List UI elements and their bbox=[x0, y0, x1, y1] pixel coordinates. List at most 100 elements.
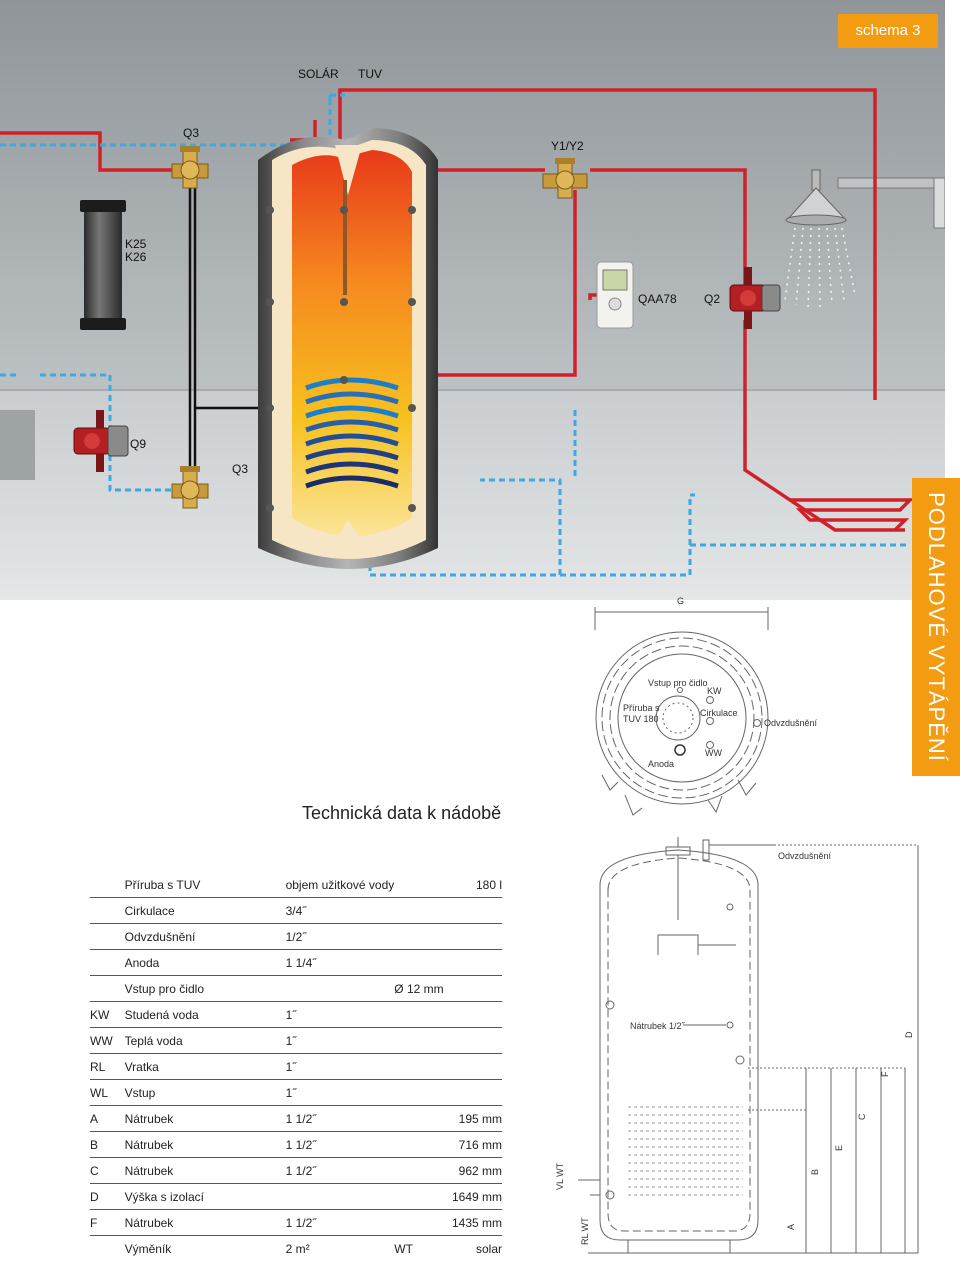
filter-k25-k26 bbox=[80, 200, 126, 330]
row-value: 1 1/2˝ bbox=[285, 1105, 395, 1132]
side-tab-label: PODLAHOVÉ VYTÁPĚNÍ bbox=[924, 492, 949, 762]
row-value bbox=[285, 1183, 395, 1210]
top-view-anoda: Anoda bbox=[648, 759, 674, 769]
installation-scene: SOLÁR TUV Q3 Y1/Y2 K25 K26 QAA78 Q2 Q9 Q… bbox=[0, 0, 945, 600]
top-view-odvzdusneni: Odvzdušnění bbox=[764, 718, 818, 728]
row-extra bbox=[394, 1001, 452, 1028]
dim-label-c: C bbox=[857, 1113, 867, 1120]
top-view-vstup: Vstup pro čidlo bbox=[648, 678, 708, 688]
row-name: Nátrubek bbox=[124, 1105, 286, 1132]
schema-label: schema 3 bbox=[838, 14, 938, 48]
row-name: Vstup bbox=[124, 1079, 286, 1106]
dim-label-f: F bbox=[880, 1071, 890, 1077]
row-amount bbox=[451, 923, 502, 950]
row-extra bbox=[394, 1079, 452, 1106]
row-value bbox=[285, 975, 395, 1002]
label-y1y2: Y1/Y2 bbox=[551, 139, 584, 153]
row-name: Příruba s TUV bbox=[124, 872, 286, 898]
row-amount: solar bbox=[475, 1241, 502, 1256]
mixing-valve-q3-bottom bbox=[171, 466, 209, 509]
row-value: 1˝ bbox=[285, 1079, 395, 1106]
row-value: objem užitkové vody bbox=[285, 872, 395, 898]
row-value: 1/2˝ bbox=[285, 923, 395, 950]
row-name: Odvzdušnění bbox=[124, 923, 286, 950]
row-amount: 962 mm bbox=[451, 1157, 502, 1184]
row-name: Nátrubek bbox=[124, 1209, 286, 1236]
row-code: RL bbox=[90, 1053, 125, 1080]
label-q2: Q2 bbox=[704, 292, 720, 306]
label-k25: K25 bbox=[125, 237, 147, 251]
side-view-natrubek: Nátrubek 1/2˝ bbox=[630, 1021, 686, 1031]
row-name: Vstup pro čidlo bbox=[124, 975, 286, 1002]
row-amount bbox=[451, 949, 502, 976]
row-extra bbox=[394, 949, 452, 976]
row-code bbox=[90, 1236, 125, 1262]
cold-water-pipes bbox=[0, 93, 910, 577]
row-value: 1˝ bbox=[285, 1053, 395, 1080]
row-code: WL bbox=[90, 1079, 125, 1106]
row-extra bbox=[394, 1027, 452, 1054]
row-code bbox=[90, 923, 125, 950]
row-name: Výměník bbox=[124, 1241, 172, 1256]
row-amount bbox=[451, 1053, 502, 1080]
shower-head bbox=[785, 169, 848, 226]
row-value: 1 1/2˝ bbox=[285, 1157, 395, 1184]
label-vl-wt: VL WT bbox=[555, 1162, 565, 1190]
top-view-g: G bbox=[677, 596, 684, 606]
row-value: 2 m² bbox=[285, 1241, 310, 1256]
section-title: Technická data k nádobě bbox=[302, 803, 502, 823]
row-value: 1˝ bbox=[285, 1001, 395, 1028]
row-name: Teplá voda bbox=[124, 1027, 286, 1054]
top-view-kw: KW bbox=[707, 686, 722, 696]
dim-label-a: A bbox=[786, 1224, 796, 1230]
row-extra bbox=[394, 1183, 452, 1210]
row-name: Nátrubek bbox=[124, 1131, 286, 1158]
row-extra bbox=[394, 872, 452, 898]
tank-side-view-drawing: Odvzdušnění Nátrubek 1/2˝ D F C E B A VL… bbox=[555, 837, 919, 1254]
table-row: Vstup pro čidlo Ø 12 mm bbox=[90, 975, 502, 1002]
label-q9: Q9 bbox=[130, 437, 146, 451]
row-extra bbox=[394, 1131, 452, 1158]
row-code bbox=[90, 975, 125, 1002]
row-extra: WT bbox=[394, 1241, 413, 1256]
row-name: Cirkulace bbox=[124, 897, 286, 924]
dim-label-d: D bbox=[904, 1031, 914, 1038]
storage-tank bbox=[258, 128, 438, 569]
row-code: WW bbox=[90, 1027, 125, 1054]
row-amount: 195 mm bbox=[451, 1105, 502, 1132]
row-name: Nátrubek bbox=[124, 1157, 286, 1184]
row-name: Výška s izolací bbox=[124, 1183, 286, 1210]
row-amount bbox=[451, 1001, 502, 1028]
row-amount: 1649 mm bbox=[451, 1183, 502, 1210]
mixing-valve-y1-y2 bbox=[542, 158, 588, 199]
label-q3-top: Q3 bbox=[183, 126, 199, 140]
row-code: B bbox=[90, 1131, 125, 1158]
row-amount bbox=[451, 1079, 502, 1106]
mixing-valve-q3-top bbox=[171, 146, 209, 189]
row-extra bbox=[394, 923, 452, 950]
row-amount: 716 mm bbox=[451, 1131, 502, 1158]
row-name: Studená voda bbox=[124, 1001, 286, 1028]
row-name: Anoda bbox=[124, 949, 286, 976]
row-amount bbox=[451, 975, 502, 1002]
row-value: 1 1/2˝ bbox=[285, 1209, 395, 1236]
side-view-odvzdusneni: Odvzdušnění bbox=[778, 851, 832, 861]
label-qaa78: QAA78 bbox=[638, 292, 677, 306]
row-name: Vratka bbox=[124, 1053, 286, 1080]
row-value: 1 1/2˝ bbox=[285, 1131, 395, 1158]
top-view-priruba-1: Příruba s bbox=[623, 703, 660, 713]
row-amount bbox=[451, 1027, 502, 1054]
row-code bbox=[90, 949, 125, 976]
row-extra: Ø 12 mm bbox=[394, 975, 452, 1002]
row-amount: 1435 mm bbox=[451, 1209, 502, 1236]
row-code: C bbox=[90, 1157, 125, 1184]
top-view-ww: WW bbox=[705, 748, 722, 758]
